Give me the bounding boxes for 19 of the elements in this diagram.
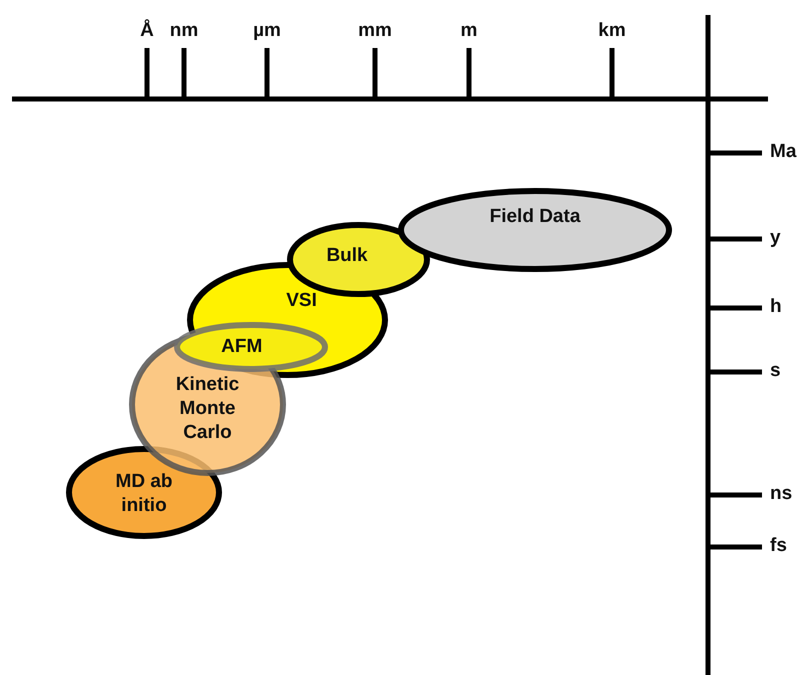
tick-label: fs [770,535,787,557]
tick-label: s [770,360,781,382]
method-label: AFM [220,335,264,359]
tick-label: y [770,227,781,249]
tick-label: km [598,20,626,42]
method-label: Bulk [325,244,369,268]
tick-label: Ma [770,141,796,163]
tick-label: ns [770,483,792,505]
tick-label: µm [253,20,281,42]
tick-label: mm [358,20,392,42]
tick-label: Å [140,20,154,42]
method-label: VSI [285,289,318,314]
tick-label: m [460,20,478,42]
method-label: Kinetic Monte Carlo [174,372,240,445]
tick-label: h [770,296,782,318]
method-ellipse [398,188,672,272]
method-label: MD ab initio [114,470,174,518]
tick-label: nm [170,20,198,42]
method-label: Field Data [488,205,582,230]
